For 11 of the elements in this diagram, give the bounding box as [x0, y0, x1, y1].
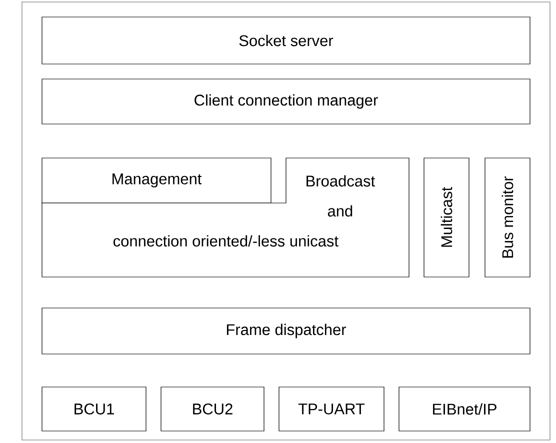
- layer-box: BCU1: [42, 386, 146, 432]
- layer-box: TP-UART: [278, 386, 384, 432]
- layer-box: Multicast: [424, 158, 470, 278]
- layer-box: Bus monitor: [484, 158, 530, 278]
- layer-box: Frame dispatcher: [42, 308, 530, 354]
- layer-box: EIBnet/IP: [398, 386, 530, 432]
- layer-box: Management: [42, 158, 272, 204]
- layer-box: Client connection manager: [42, 78, 530, 124]
- layer-box: BCU2: [160, 386, 264, 432]
- layer-box: Socket server: [42, 16, 530, 64]
- frame-border: [22, 2, 550, 440]
